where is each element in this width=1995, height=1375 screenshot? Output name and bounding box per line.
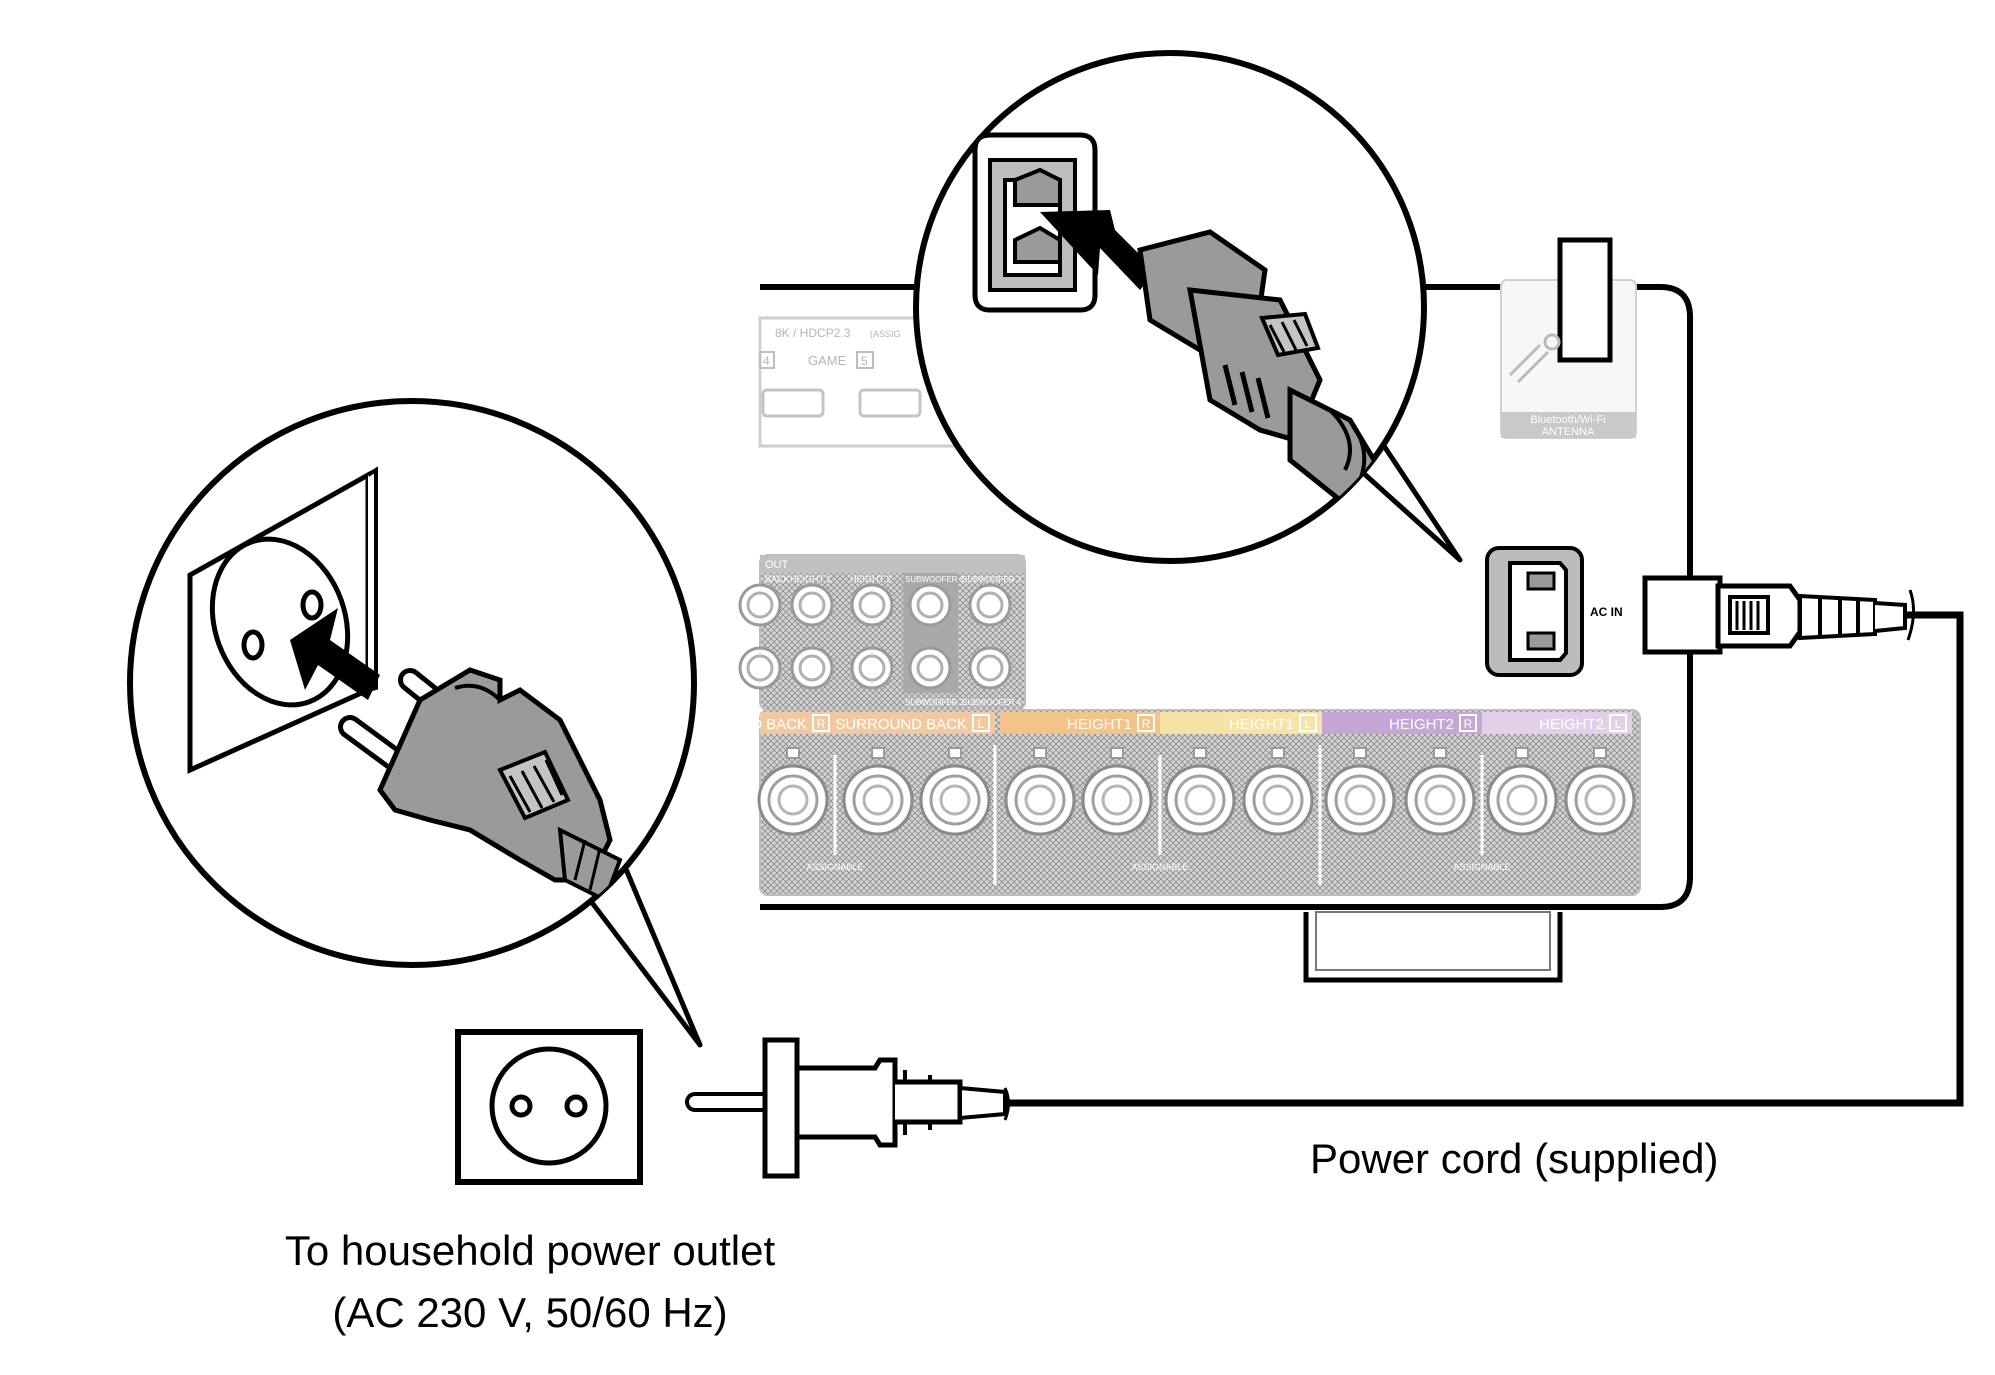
household-outlet <box>455 1029 643 1185</box>
callout-europlug-detail <box>127 398 703 1048</box>
outlet-caption: To household power outlet (AC 230 V, 50/… <box>230 1220 830 1344</box>
ac-in-socket: AC IN <box>1485 546 1623 677</box>
speaker-label-band <box>760 712 835 734</box>
receiver-foot <box>1303 912 1563 983</box>
hdmi-port-4 <box>761 388 825 418</box>
speaker-label-text: HEIGHT2 <box>1539 716 1604 733</box>
insert-arrow-left <box>290 608 380 700</box>
assignable-label-3: ASSIGNABLE <box>1453 862 1510 872</box>
speaker-label-text: HEIGHT1 <box>1067 716 1132 733</box>
speaker-label-band <box>1322 712 1482 734</box>
insert-arrow-top <box>1040 210 1155 290</box>
speaker-label-band <box>1000 712 1160 734</box>
callout-iec-detail <box>913 50 1463 564</box>
hdmi-port-5 <box>858 388 922 418</box>
speaker-label-text: D BACK <box>751 716 807 733</box>
preout-label: OUT <box>765 559 789 571</box>
hdmi-num4: 4 <box>763 354 770 368</box>
speaker-side-text: R <box>1464 717 1473 731</box>
speaker-side-text: L <box>1305 717 1312 731</box>
speaker-label-band <box>835 712 995 734</box>
antenna-label-1: Bluetooth/Wi-Fi <box>1530 414 1605 426</box>
preout-subwoofer1: SUBWOOFER 1 <box>905 575 965 584</box>
speaker-side-text: L <box>978 717 985 731</box>
hdmi-assign: (ASSIG <box>870 329 901 339</box>
assignable-label-2: ASSIGNABLE <box>1131 862 1188 872</box>
hdmi-num5: 5 <box>861 354 868 368</box>
pre-out-section: OUT BACK HEIGHT 1 HEIGHT 2 SUBWOOFER 1 S… <box>738 554 1026 711</box>
preout-subwoofer2: SUBWOOFER 2 <box>905 698 965 707</box>
outlet-caption-line2: (AC 230 V, 50/60 Hz) <box>332 1289 728 1336</box>
assignable-label-1: ASSIGNABLE <box>806 862 863 872</box>
speaker-terminals: D BACK R SURROUND BACK L HEIGHT1 R HEIGHT1 L HEI… <box>751 709 1641 896</box>
preout-height1: HEIGHT 1 <box>790 574 831 584</box>
preout-subwoofer4: SUBWOOFER 4 <box>962 698 1022 707</box>
speaker-label-band <box>1160 712 1322 734</box>
power-cord <box>685 575 1964 1179</box>
power-cord-caption: Power cord (supplied) <box>1310 1135 1719 1182</box>
speaker-side-text: L <box>1615 717 1622 731</box>
speaker-label-band <box>1482 712 1632 734</box>
preout-height2: HEIGHT 2 <box>850 574 891 584</box>
speaker-side-text: R <box>1142 717 1151 731</box>
speaker-label-text: SURROUND BACK <box>835 716 967 733</box>
speaker-label-text: HEIGHT1 <box>1229 716 1294 733</box>
hdmi-game: GAME <box>808 353 847 368</box>
europlug <box>685 1037 1010 1179</box>
speaker-side-text: R <box>817 717 826 731</box>
preout-back: BACK <box>765 574 790 584</box>
ac-in-label: AC IN <box>1590 605 1623 619</box>
bluetooth-wifi-antenna: Bluetooth/Wi-Fi ANTENNA <box>1500 237 1637 439</box>
hdmi-header: 8K / HDCP2.3 <box>775 326 851 340</box>
iec-connector <box>1642 575 1915 655</box>
speaker-label-text: HEIGHT2 <box>1389 716 1454 733</box>
outlet-caption-line1: To household power outlet <box>284 1227 776 1274</box>
antenna-label-2: ANTENNA <box>1542 426 1595 438</box>
preout-subwoofer3: SUBWOOFER 3 <box>962 575 1022 584</box>
